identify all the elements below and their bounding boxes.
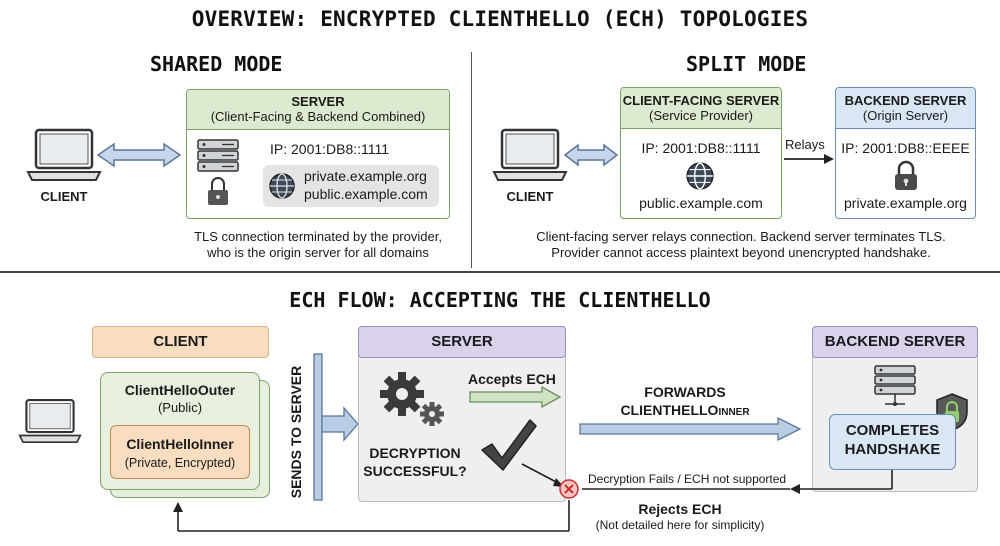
gear-icon: [380, 372, 444, 426]
client-facing-server-box: CLIENT-FACING SERVER (Service Provider): [620, 87, 782, 219]
shared-ip: IP: 2001:DB8::1111: [270, 141, 390, 157]
decryption-label-1: DECRYPTION: [369, 445, 461, 461]
backend-ip: IP: 2001:DB8::EEEE: [841, 140, 970, 156]
backend-server-box: BACKEND SERVER (Origin Server): [835, 87, 976, 219]
split-caption-2: Provider cannot access plaintext beyond …: [551, 245, 931, 260]
client-hello-outer-title: ClientHelloOuter: [124, 382, 236, 398]
lock-icon: [895, 160, 917, 190]
divider-vertical: [471, 52, 472, 268]
check-icon: [481, 419, 537, 471]
client-facing-ip: IP: 2001:DB8::1111: [641, 140, 761, 156]
flow-server-header: SERVER: [358, 326, 566, 358]
decryption-fails-label: Decryption Fails / ECH not supported: [588, 472, 787, 486]
flow-server-header-label: SERVER: [431, 333, 493, 350]
client-facing-domain: public.example.com: [639, 195, 763, 211]
double-arrow-icon: [96, 142, 182, 168]
accepts-ech-arrow: [469, 386, 562, 408]
shared-server-header: SERVER (Client-Facing & Backend Combined…: [187, 90, 449, 130]
completes-handshake-box: [829, 414, 956, 470]
completes-label-1: COMPLETES: [845, 422, 940, 439]
main-title: OVERVIEW: ENCRYPTED CLIENTHELLO (ECH) TO…: [191, 7, 809, 31]
forwards-arrow: [579, 417, 802, 441]
globe-icon: [269, 173, 295, 199]
relays-label: Relays: [785, 137, 825, 152]
server-rack-icon: [197, 139, 239, 205]
laptop-icon: [26, 128, 102, 181]
double-arrow-icon: [563, 143, 619, 167]
accepts-ech-label: Accepts ECH: [468, 371, 556, 387]
server-rack-icon: [874, 365, 916, 406]
laptop-icon: [492, 128, 568, 181]
client-hello-outer-sub: (Public): [157, 400, 203, 415]
flow-backend-header-label: BACKEND SERVER: [824, 333, 966, 350]
flow-backend-header: BACKEND SERVER: [812, 326, 978, 358]
backend-server-subtitle: (Origin Server): [862, 108, 949, 123]
decryption-label-2: SUCCESSFUL?: [363, 463, 467, 479]
forwards-label-1: FORWARDS: [644, 384, 726, 400]
forwards-label-2-small: INNER: [718, 407, 750, 418]
forwards-label-2-main: CLIENTHELLO: [620, 402, 719, 418]
divider-horizontal: [0, 271, 1000, 273]
shared-mode-title: SHARED MODE: [150, 52, 283, 76]
forwards-label-2: CLIENTHELLOINNER: [590, 402, 780, 418]
backend-server-header: BACKEND SERVER (Origin Server): [836, 88, 975, 129]
shared-domain-1: private.example.org: [304, 168, 427, 184]
client-facing-server-subtitle: (Service Provider): [648, 108, 754, 123]
reject-x-icon: [559, 479, 579, 499]
shared-caption-1: TLS connection terminated by the provide…: [194, 229, 442, 244]
completes-label-2: HANDSHAKE: [844, 441, 941, 458]
globe-icon: [686, 162, 714, 190]
client-facing-server-header: CLIENT-FACING SERVER (Service Provider): [621, 88, 781, 129]
split-client-label: CLIENT: [506, 189, 554, 204]
rejects-ech-note: (Not detailed here for simplicity): [595, 518, 765, 532]
backend-server-title: BACKEND SERVER: [844, 93, 967, 108]
shared-domain-2: public.example.com: [304, 186, 428, 202]
backend-domain: private.example.org: [844, 195, 967, 211]
client-facing-server-title: CLIENT-FACING SERVER: [622, 93, 780, 108]
split-mode-title: SPLIT MODE: [686, 52, 807, 76]
flow-title: ECH FLOW: ACCEPTING THE CLIENTHELLO: [289, 288, 711, 312]
shared-server-subtitle: (Client-Facing & Backend Combined): [210, 109, 426, 124]
split-caption-1: Client-facing server relays connection. …: [536, 229, 946, 244]
client-hello-inner-title: ClientHelloInner: [126, 436, 234, 452]
relays-arrow: [784, 154, 834, 164]
flow-client-header: CLIENT: [92, 326, 269, 358]
shared-caption-2: who is the origin server for all domains: [207, 245, 429, 260]
client-hello-inner-card: [110, 425, 250, 479]
flow-client-header-label: CLIENT: [153, 333, 208, 350]
sends-bracket-arrow: [313, 353, 359, 501]
rejects-ech-label: Rejects ECH: [638, 501, 722, 517]
client-hello-inner-sub: (Private, Encrypted): [124, 456, 236, 470]
shared-client-label: CLIENT: [40, 189, 88, 204]
shared-server-title: SERVER: [291, 94, 345, 109]
laptop-icon: [18, 399, 82, 444]
